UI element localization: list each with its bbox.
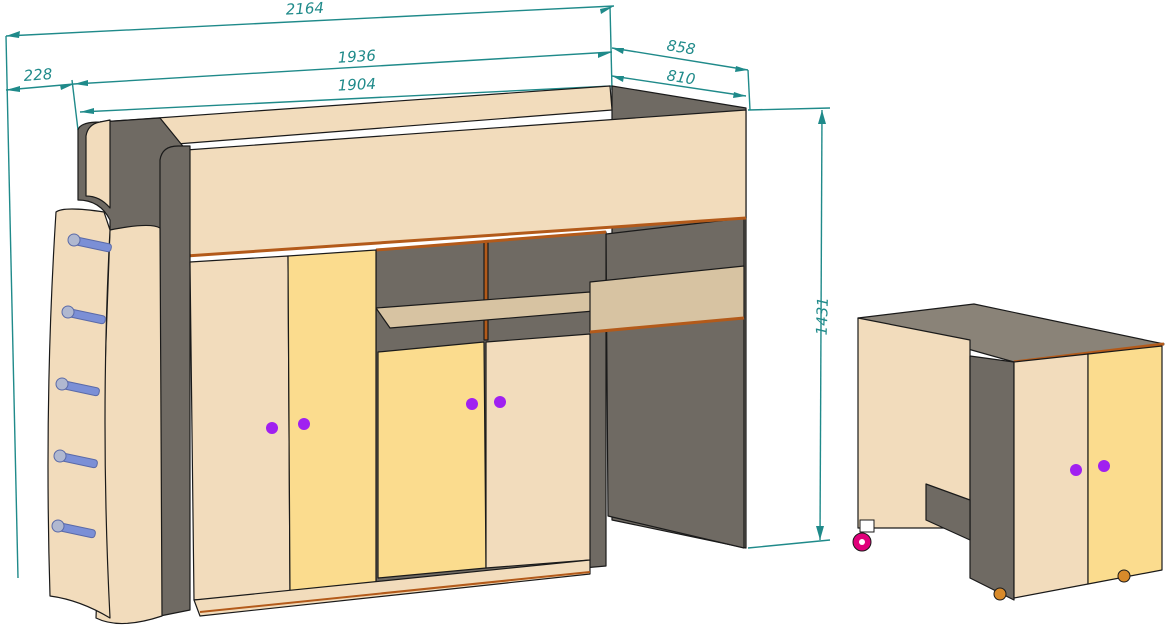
desk-cabinet-door-right [1087,345,1163,585]
handle-cabinet-left [466,398,478,410]
handle-cabinet-right [494,396,506,408]
desk-cabinet-handles [1070,460,1110,476]
ext-line-left [5,35,19,579]
dim-label-1431: 1431 [813,297,832,336]
desk-cabinet-inner [969,355,1015,601]
dim-label-1936: 1936 [337,46,376,66]
ext-line-depth-right [747,69,751,111]
ext-line-height-bottom [747,539,831,549]
dim-label-228: 228 [23,65,53,85]
dim-line-1431 [819,109,823,541]
caster-wheels [852,519,1131,601]
ladder-rungs [51,233,112,539]
ladder-rung-5 [51,519,96,539]
dim-label-810: 810 [666,66,697,88]
dim-label-2164: 2164 [285,0,324,19]
ladder-rung-3 [55,377,100,397]
ladder-rung-2 [61,305,106,325]
desk-side-panel [605,217,745,549]
ext-line-height-top [747,107,831,111]
handle-desk-right [1098,460,1110,472]
ext-line-frame-right [609,5,613,91]
door-handles [266,396,506,434]
desk-cabinet [857,303,1165,601]
desk-cabinet-door-left [1013,353,1089,599]
cabinet-door-right [485,333,591,569]
handle-wardrobe-right [298,418,310,430]
front-end-post [159,145,191,617]
handle-wardrobe-left [266,422,278,434]
dim-line-858 [611,47,749,71]
desk-cabinet-block [925,483,971,541]
dim-line-810 [611,75,747,97]
dim-label-1904: 1904 [337,75,376,95]
dim-line-1936 [73,51,613,85]
ladder-rung-4 [53,449,98,469]
dim-line-1904 [79,85,613,113]
ladder-rung-1 [67,233,112,253]
cabinet-door-left [377,341,487,579]
dimension-lines [5,5,831,579]
shelf-divider-1 [483,241,489,341]
caster-wheel-front [1117,569,1131,583]
ext-line-ladder [71,79,79,131]
handle-desk-left [1070,464,1082,476]
ladder-stringer-front [47,208,111,619]
ladder-stringer-back [95,224,163,625]
loft-bed [47,85,747,625]
dim-label-858: 858 [666,36,697,58]
caster-wheel-back [993,587,1007,601]
headboard-left-face [85,119,111,209]
dim-line-2164 [5,5,615,37]
